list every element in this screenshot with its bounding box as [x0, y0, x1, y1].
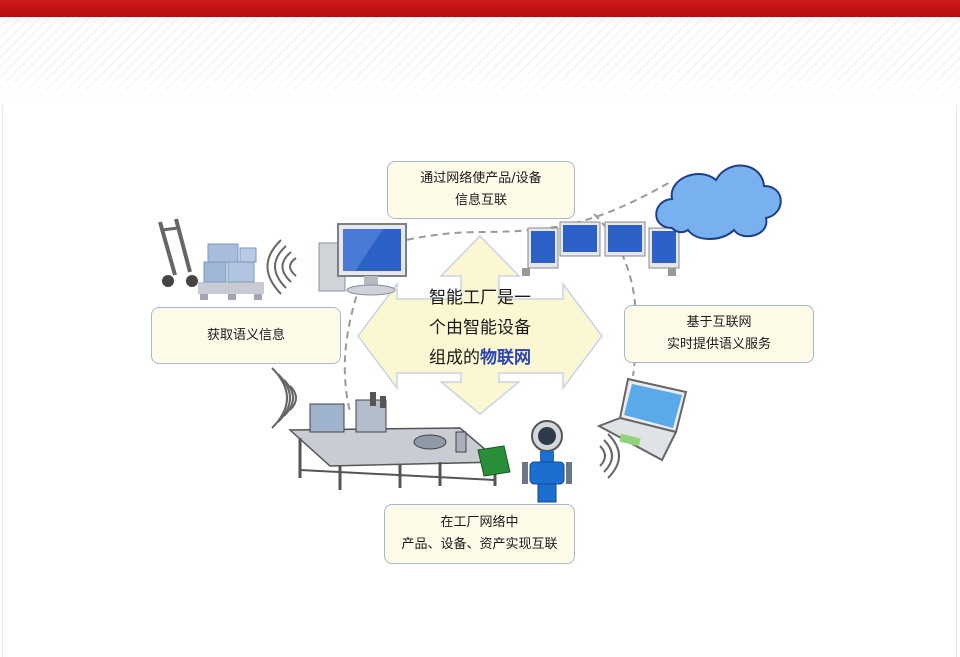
- box-text-line: 基于互联网: [686, 315, 752, 330]
- top-red-bar: [0, 0, 960, 17]
- center-line: 智能工厂是一: [429, 288, 531, 308]
- center-line-prefix: 组成的: [429, 348, 480, 368]
- header-stripes: [0, 17, 960, 105]
- box-text-line: 实时提供语义服务: [666, 337, 771, 352]
- laptop-icon: [596, 377, 688, 462]
- production-line-icon: [288, 392, 511, 490]
- center-statement: 智能工厂是一 个由智能设备 组成的物联网: [417, 283, 543, 373]
- monitors-array-icon: [522, 221, 680, 276]
- box-semantic-service: 基于互联网 实时提供语义服务: [624, 305, 814, 363]
- connection-dashed-path-left: [343, 284, 361, 413]
- wireless-signal-icon: [271, 367, 297, 429]
- box-text-line: 信息互联: [454, 193, 507, 208]
- box-text-line: 在工厂网络中: [440, 515, 519, 530]
- flow-meter-icon: [522, 420, 572, 503]
- hand-truck-icon: [158, 218, 198, 287]
- box-network-interconnect: 通过网络使产品/设备 信息互联: [387, 161, 575, 219]
- center-line: 组成的物联网: [417, 343, 543, 373]
- center-line: 个由智能设备: [429, 318, 531, 338]
- box-text-line: 通过网络使产品/设备: [420, 171, 542, 186]
- box-semantic-info: 获取语义信息: [151, 307, 341, 364]
- box-factory-network: 在工厂网络中 产品、设备、资产实现互联: [384, 504, 575, 564]
- desktop-computer-icon: [318, 223, 407, 296]
- four-way-arrow-icon: [357, 234, 603, 415]
- box-text-line: 获取语义信息: [206, 327, 285, 343]
- cloud-icon: [655, 164, 782, 240]
- left-edge-line: [2, 105, 3, 657]
- box-text-line: 产品、设备、资产实现互联: [401, 537, 558, 552]
- center-highlight-iot: 物联网: [480, 348, 531, 368]
- wireless-signal-icon: [599, 433, 620, 479]
- wireless-signal-icon: [266, 239, 297, 295]
- right-edge-line: [956, 105, 957, 657]
- connection-dashed-path-right: [593, 213, 638, 377]
- boxes-pallet-icon: [198, 243, 264, 300]
